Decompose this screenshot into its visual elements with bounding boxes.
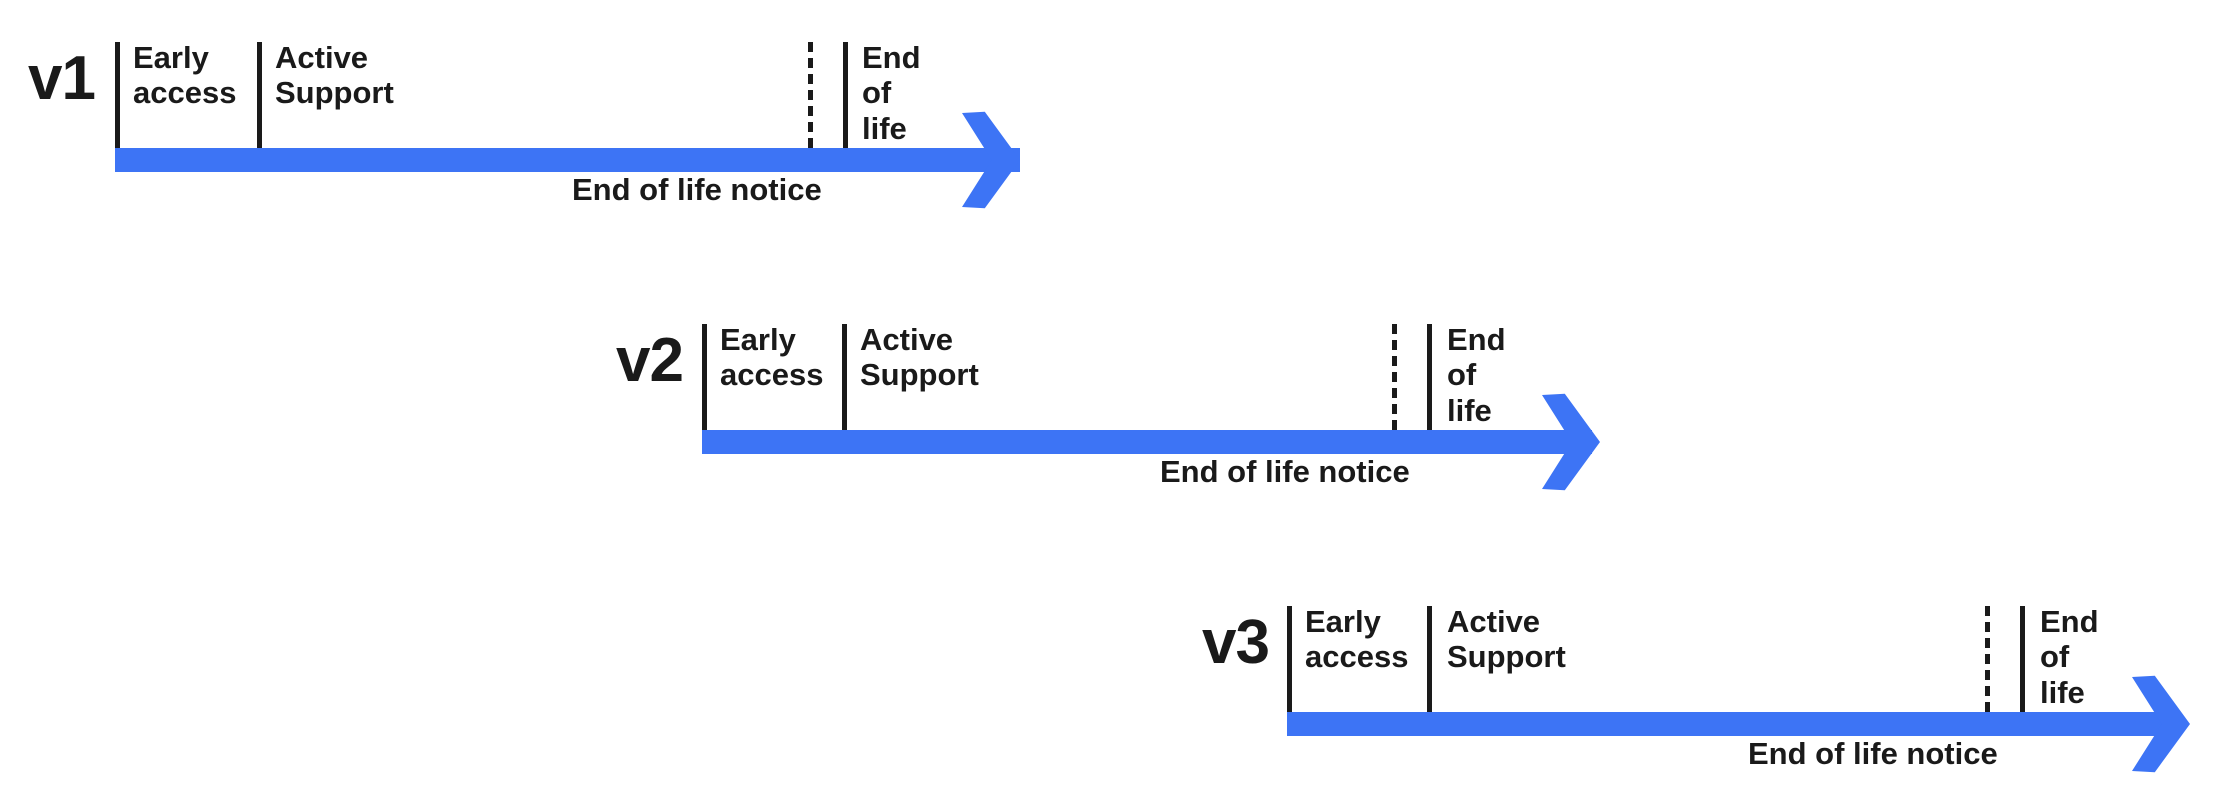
phase-label-early-access-v1: Early access bbox=[133, 40, 237, 111]
phase-label-active-support-v1: Active Support bbox=[275, 40, 394, 111]
phase-divider-tick-v1-3 bbox=[843, 42, 848, 148]
phase-label-end-of-life-v3: End of life bbox=[2040, 604, 2099, 710]
phase-divider-tick-v2-2 bbox=[842, 324, 847, 430]
timeline-arrow-head-v1 bbox=[962, 111, 1020, 209]
phase-divider-tick-v3-2 bbox=[1427, 606, 1432, 712]
timeline-arrow-head-v2 bbox=[1542, 393, 1600, 491]
phase-divider-tick-v1-2 bbox=[257, 42, 262, 148]
phase-label-early-access-v2: Early access bbox=[720, 322, 824, 393]
phase-label-end-of-life-v1: End of life bbox=[862, 40, 921, 146]
end-of-life-notice-label-v2: End of life notice bbox=[1160, 454, 1410, 489]
end-of-life-notice-marker-v2 bbox=[1392, 324, 1397, 430]
phase-divider-tick-v3-1 bbox=[1287, 606, 1292, 712]
version-label-v3: v3 bbox=[1202, 608, 1270, 677]
phase-label-active-support-v2: Active Support bbox=[860, 322, 979, 393]
phase-divider-tick-v3-3 bbox=[2020, 606, 2025, 712]
timeline-bar-v3 bbox=[1287, 712, 2167, 736]
timeline-bar-v2 bbox=[702, 430, 1592, 454]
end-of-life-notice-marker-v1 bbox=[808, 42, 813, 148]
phase-divider-tick-v2-3 bbox=[1427, 324, 1432, 430]
version-label-v1: v1 bbox=[28, 44, 96, 113]
version-label-v2: v2 bbox=[616, 326, 684, 395]
end-of-life-notice-marker-v3 bbox=[1985, 606, 1990, 712]
phase-divider-tick-v1-1 bbox=[115, 42, 120, 148]
end-of-life-notice-label-v1: End of life notice bbox=[572, 172, 822, 207]
phase-label-active-support-v3: Active Support bbox=[1447, 604, 1566, 675]
phase-divider-tick-v2-1 bbox=[702, 324, 707, 430]
phase-label-end-of-life-v2: End of life bbox=[1447, 322, 1506, 428]
timeline-arrow-head-v3 bbox=[2132, 675, 2190, 773]
timeline-bar-v1 bbox=[115, 148, 1020, 172]
end-of-life-notice-label-v3: End of life notice bbox=[1748, 736, 1998, 771]
phase-label-early-access-v3: Early access bbox=[1305, 604, 1409, 675]
